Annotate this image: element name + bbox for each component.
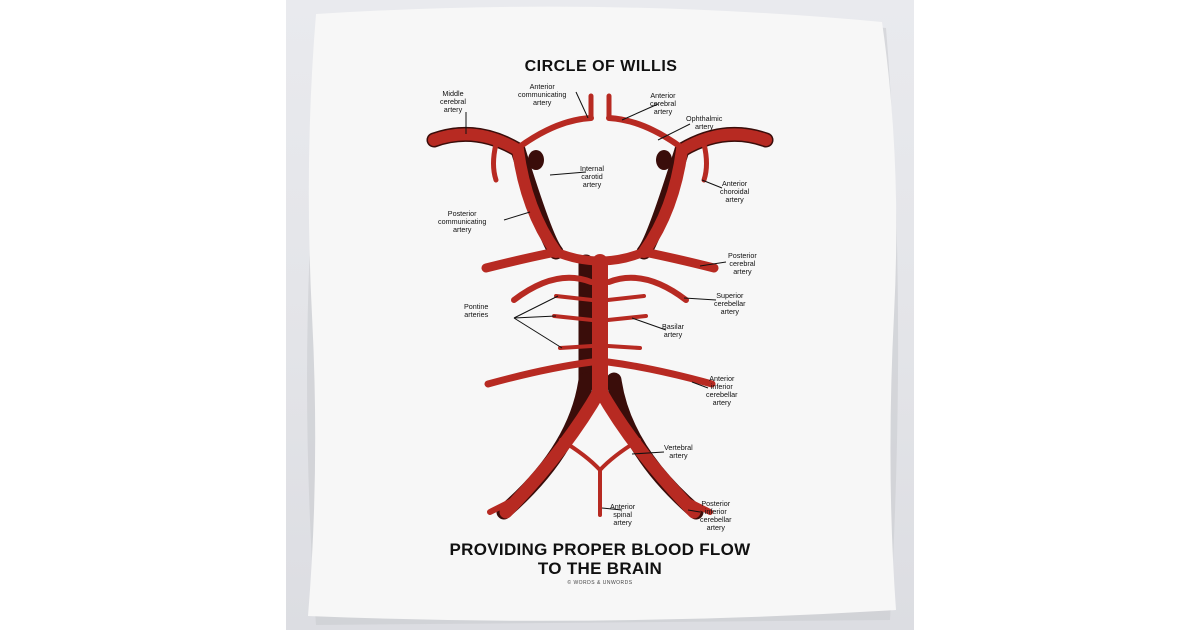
caption-line-1: PROVIDING PROPER BLOOD FLOW: [449, 540, 751, 559]
label-posterior-communicating: Posterior communicating artery: [438, 209, 487, 234]
label-anterior-spinal: Anterior spinal artery: [610, 502, 636, 527]
label-vertebral: Vertebral artery: [664, 443, 693, 460]
label-anterior-choroidal: Anterior choroidal artery: [720, 179, 750, 204]
diagram-title: CIRCLE OF WILLIS: [524, 58, 678, 75]
label-superior-cerebellar: Superior cerebellar artery: [714, 291, 746, 316]
label-internal-carotid: Internal carotid artery: [580, 164, 604, 189]
caption-line-2: TO THE BRAIN: [537, 559, 663, 578]
pillow: [307, 6, 899, 625]
label-pontine-arteries: Pontine arteries: [464, 302, 489, 319]
label-posterior-inferior-cerebellar: Posterior inferior cerebellar artery: [700, 499, 732, 532]
label-anterior-inferior-cerebellar: Anterior inferior cerebellar artery: [706, 374, 738, 407]
label-middle-cerebral: Middle cerebral artery: [440, 89, 466, 114]
artery-diagram: [426, 91, 774, 520]
label-ophthalmic: Ophthalmic artery: [686, 114, 723, 131]
product-photo: CIRCLE OF WILLIS Middle cerebral artery …: [286, 0, 914, 630]
label-basilar: Basilar artery: [662, 322, 684, 339]
label-anterior-cerebral: Anterior cerebral artery: [650, 91, 676, 116]
copyright-text: © WORDS & UNWORDS: [567, 580, 633, 586]
label-posterior-cerebral: Posterior cerebral artery: [728, 251, 757, 276]
label-anterior-communicating: Anterior communicating artery: [518, 82, 567, 107]
